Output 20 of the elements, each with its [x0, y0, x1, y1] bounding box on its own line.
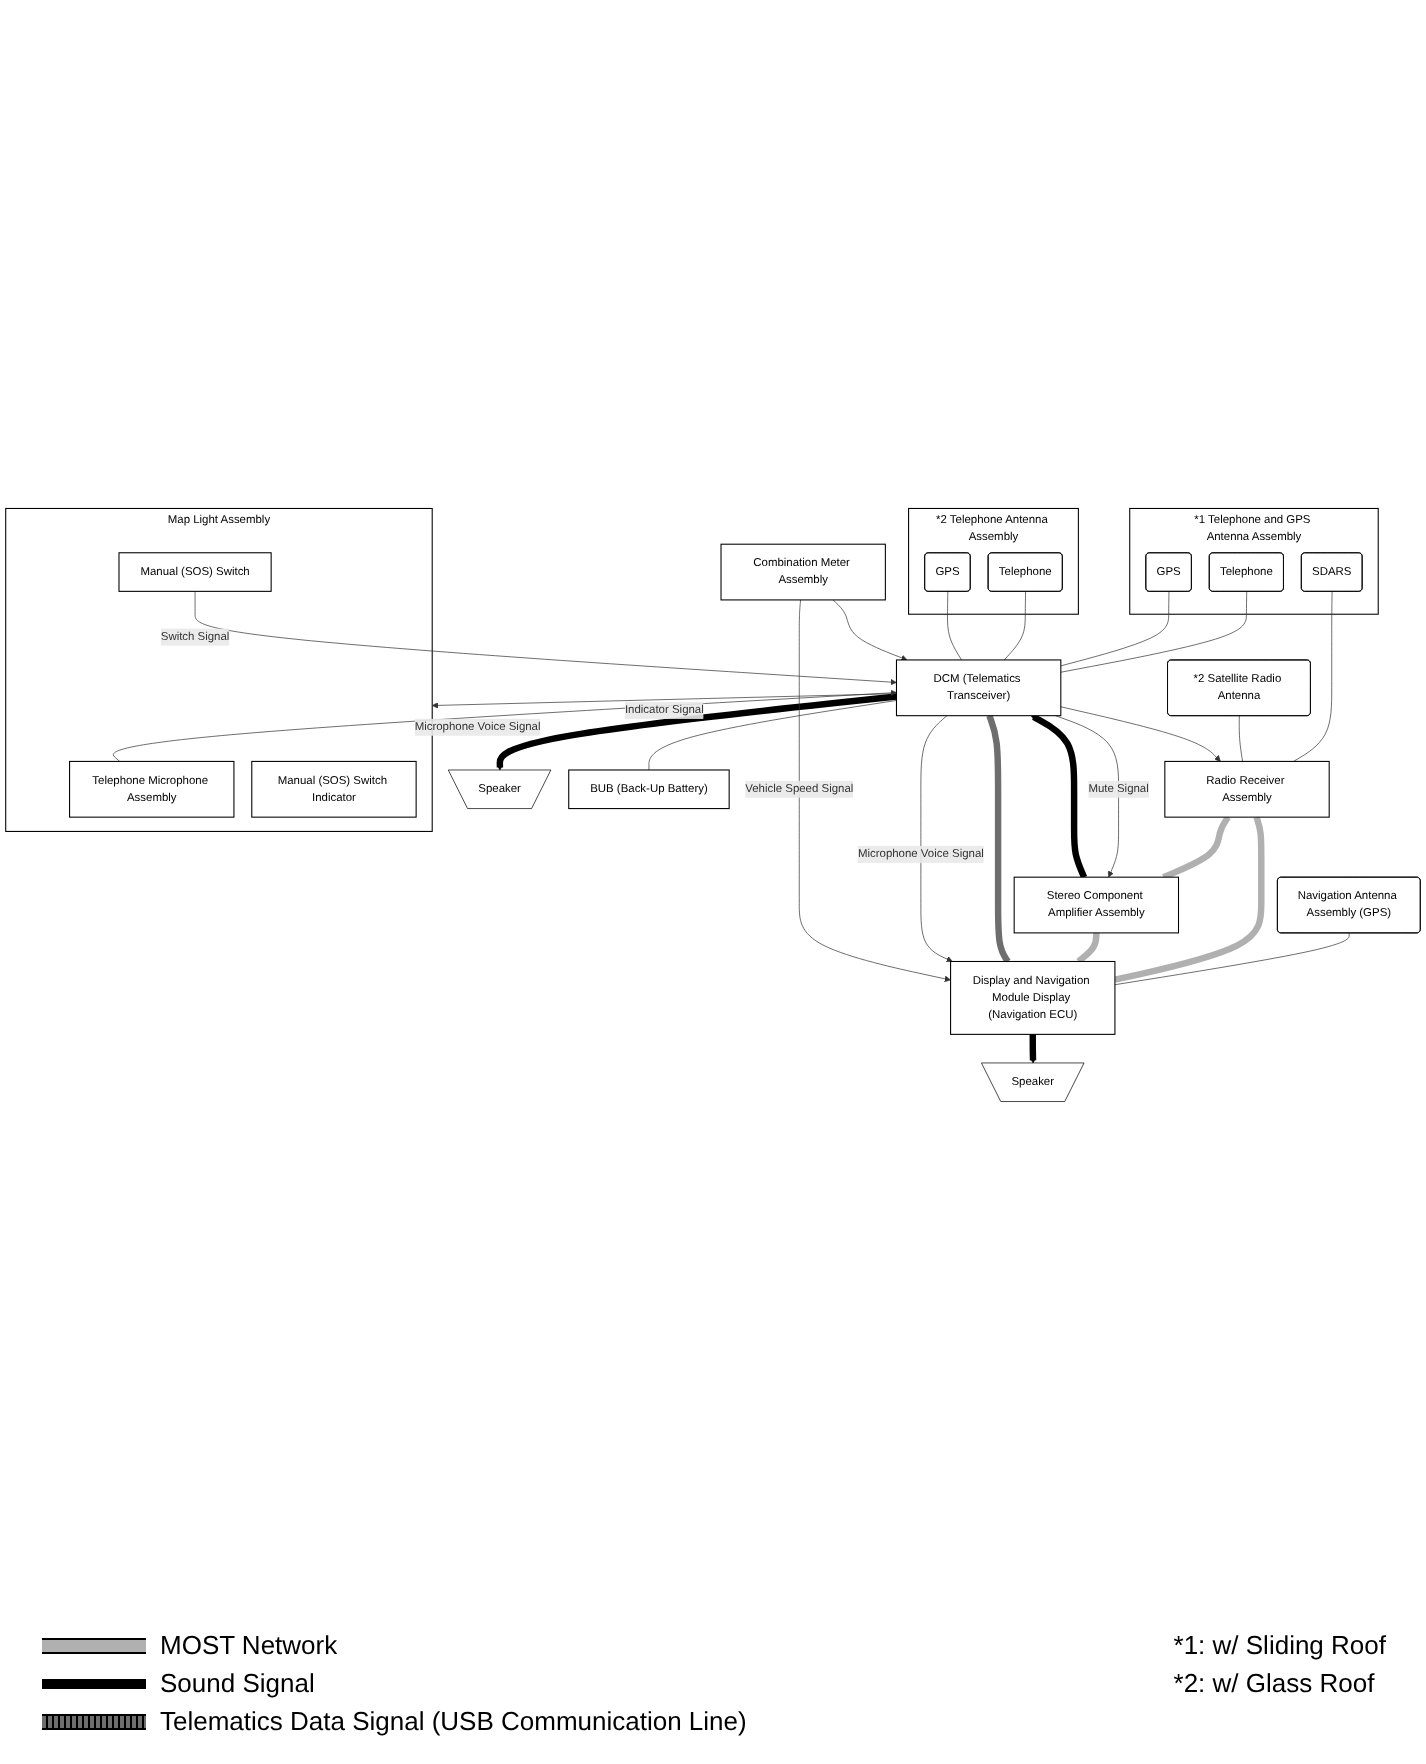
connector	[1003, 591, 1026, 661]
legend-text: MOST Network	[160, 1630, 338, 1660]
connector	[648, 700, 897, 771]
connector	[1293, 591, 1333, 762]
connector	[1076, 932, 1100, 964]
connector	[1060, 591, 1248, 673]
footnote: *2: w/ Glass Roof	[1173, 1668, 1377, 1698]
connector	[1114, 816, 1265, 983]
arrow	[1030, 714, 1088, 879]
connector	[1238, 715, 1243, 762]
connector	[947, 591, 962, 661]
connector	[1114, 932, 1350, 986]
arrow	[496, 693, 897, 771]
legend-text: Sound Signal	[160, 1668, 315, 1698]
connector	[1060, 591, 1170, 667]
connector	[1162, 815, 1231, 881]
legend-text: Telematics Data Signal (USB Communication Line)	[160, 1706, 747, 1736]
arrow	[1029, 1033, 1037, 1064]
footnote: *1: w/ Sliding Roof	[1173, 1630, 1386, 1660]
connector	[986, 714, 1011, 964]
